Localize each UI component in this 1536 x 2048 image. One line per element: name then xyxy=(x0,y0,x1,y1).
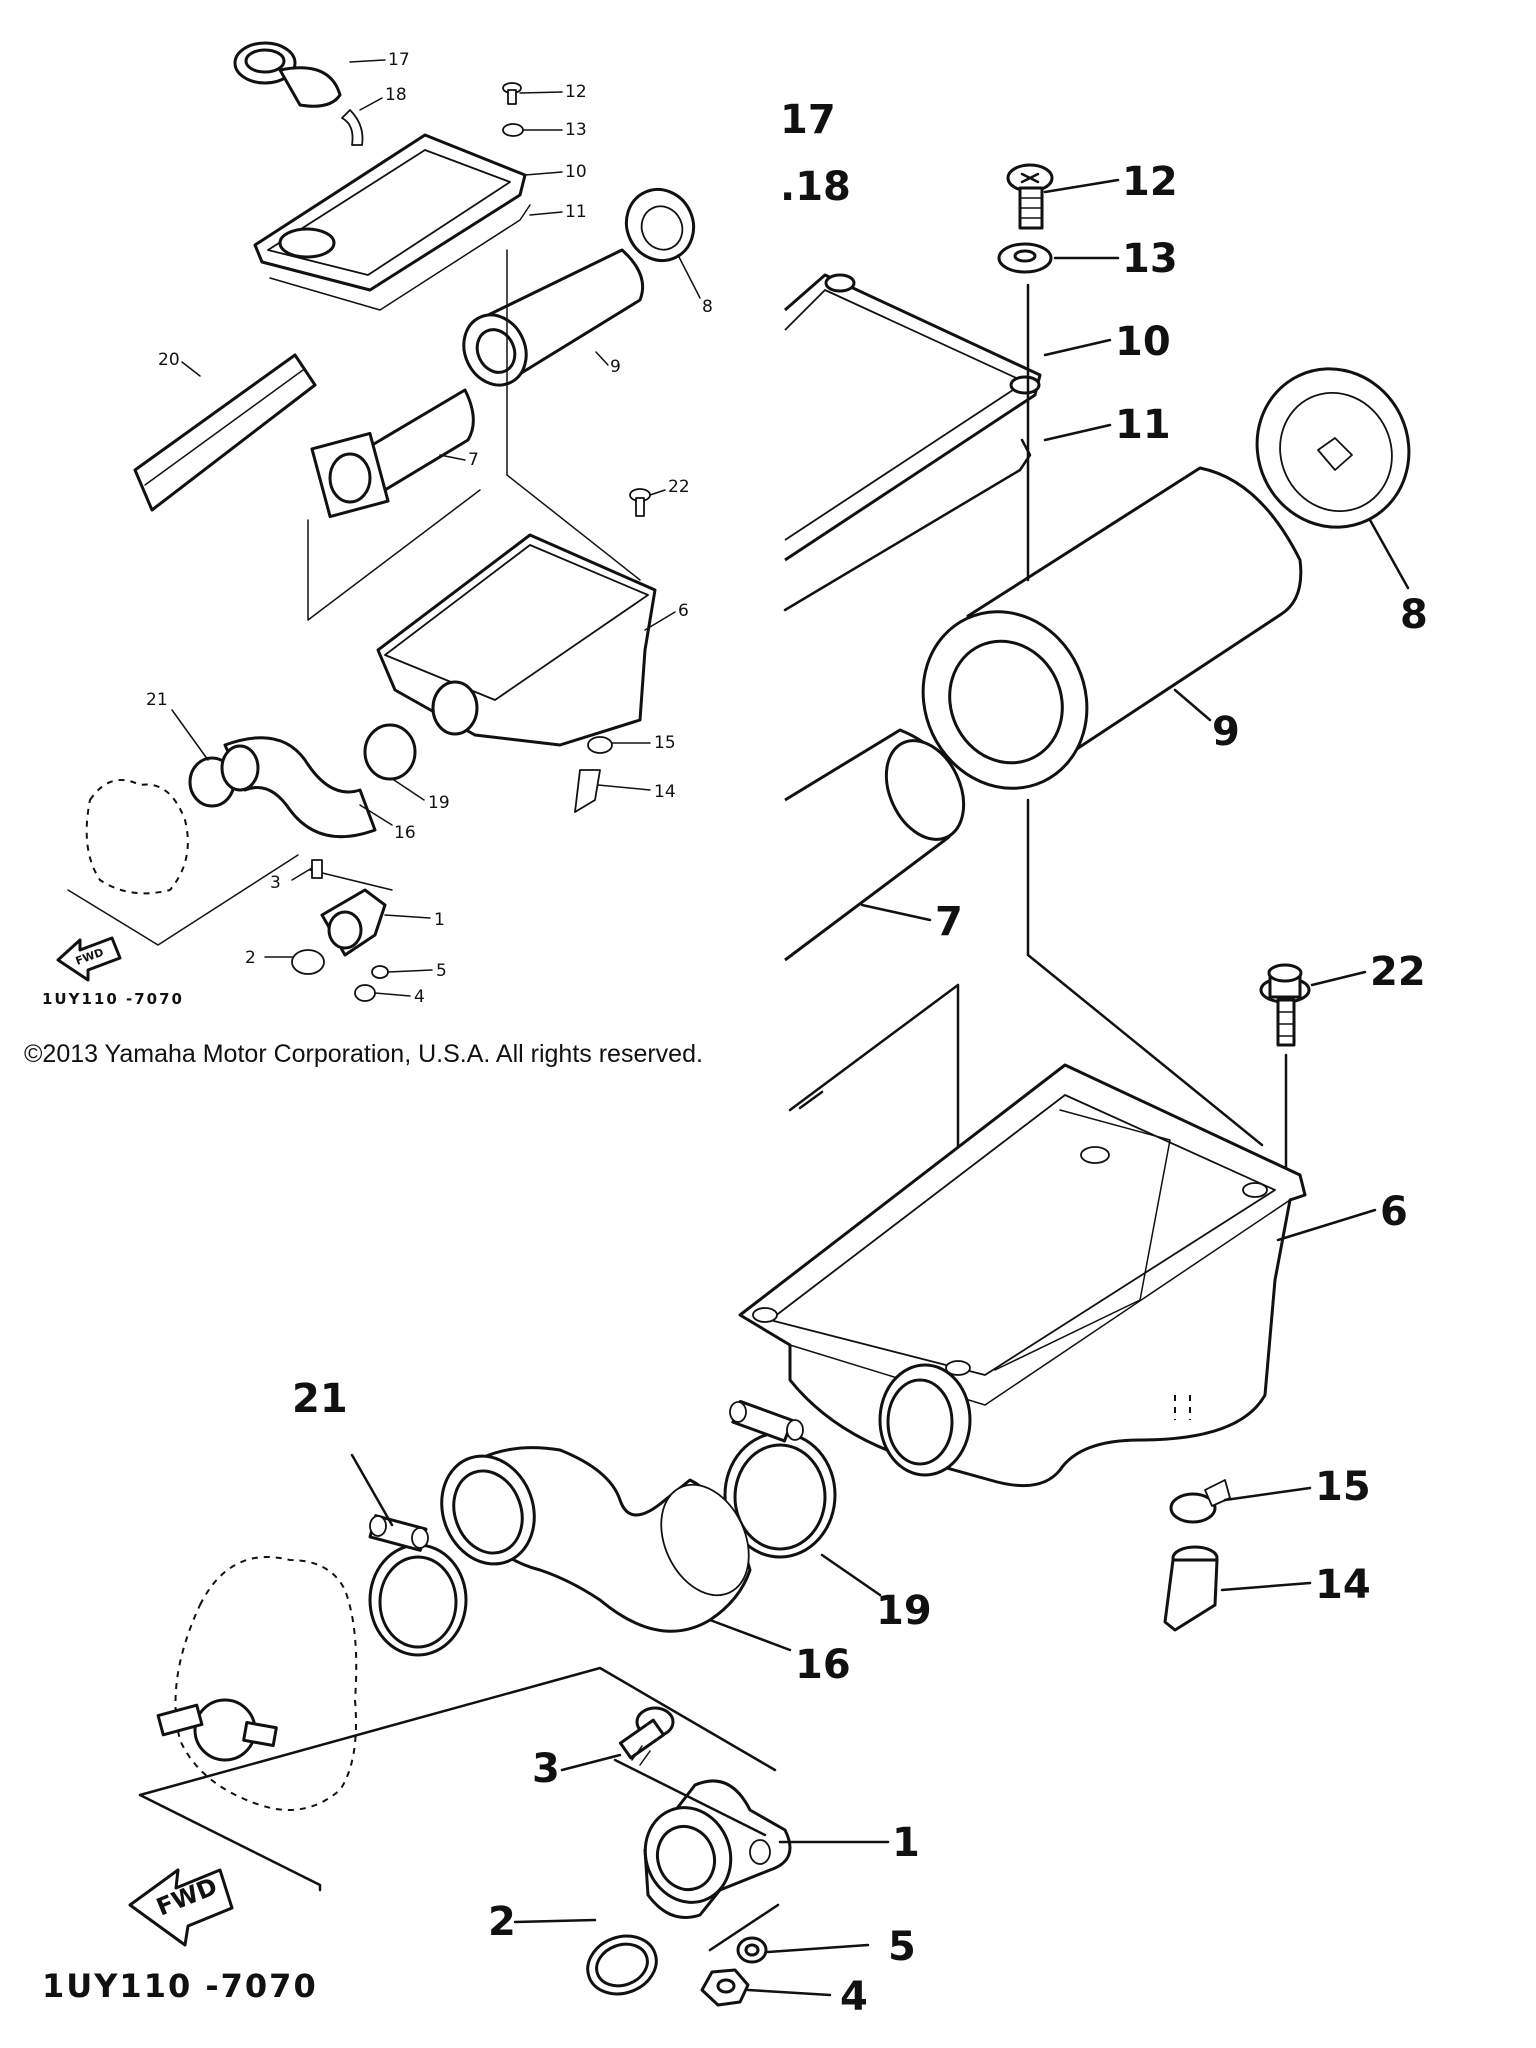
detail-label-8: 8 xyxy=(1400,592,1428,638)
overview-label-15: 15 xyxy=(654,733,676,753)
detail-part-4-nut xyxy=(700,1968,750,2007)
detail-label-13: 13 xyxy=(1122,236,1178,282)
detail-label-22: 22 xyxy=(1370,949,1426,995)
overview-part-12-bolt xyxy=(502,82,522,105)
detail-part-7-tube xyxy=(784,728,966,962)
copyright-notice: ©2013 Yamaha Motor Corporation, U.S.A. A… xyxy=(24,1040,703,1068)
overview-part-22-bolt xyxy=(629,488,651,517)
detail-label-19: 19 xyxy=(876,1588,932,1634)
overview-label-20: 20 xyxy=(158,350,180,370)
detail-part-3-screw xyxy=(618,1706,675,1766)
detail-label-17: 17 xyxy=(780,97,836,143)
detail-part-8-cap xyxy=(1255,367,1411,529)
overview-label-10: 10 xyxy=(565,162,587,182)
overview-label-21: 21 xyxy=(146,690,168,710)
detail-label-10: 10 xyxy=(1115,319,1171,365)
detail-label-6: 6 xyxy=(1380,1189,1408,1235)
overview-fwd-arrow-icon xyxy=(56,936,122,982)
detail-label-3: 3 xyxy=(532,1746,560,1792)
overview-label-1: 1 xyxy=(434,910,445,930)
overview-part-10-cover xyxy=(253,133,527,292)
overview-part-19-clamp xyxy=(363,723,417,781)
overview-part-1-joint xyxy=(320,888,387,957)
overview-part-11-gasket xyxy=(269,204,531,311)
overview-part-16-duct xyxy=(220,736,377,839)
detail-part-13-washer xyxy=(997,242,1053,274)
detail-label-7: 7 xyxy=(935,899,963,945)
overview-part-6-airbox xyxy=(376,533,657,747)
detail-part-10-cover xyxy=(784,273,1042,562)
overview-label-17: 17 xyxy=(388,50,410,70)
overview-label-7: 7 xyxy=(468,450,479,470)
detail-label-15: 15 xyxy=(1315,1464,1371,1510)
overview-part-17-cap xyxy=(233,41,342,108)
detail-part-19-clamp xyxy=(723,1399,837,1559)
detail-label-14: 14 xyxy=(1315,1562,1371,1608)
detail-part-15-clip xyxy=(1169,1479,1231,1524)
overview-label-4: 4 xyxy=(414,987,425,1007)
overview-label-9: 9 xyxy=(610,357,621,377)
detail-label-18: .18 xyxy=(780,164,851,210)
overview-diagram: 17 18 12 13 10 11 8 9 20 7 22 6 21 19 16… xyxy=(56,41,713,1007)
overview-label-16: 16 xyxy=(394,823,416,843)
detail-label-16: 16 xyxy=(795,1642,851,1688)
detail-label-4: 4 xyxy=(840,1974,868,2020)
detail-part-21-clamp xyxy=(368,1514,468,1657)
overview-label-8: 8 xyxy=(702,297,713,317)
overview-label-11: 11 xyxy=(565,202,587,222)
detail-part-14-plug xyxy=(1163,1545,1219,1632)
detail-label-2: 2 xyxy=(488,1899,516,1945)
detail-label-12: 12 xyxy=(1122,159,1178,205)
detail-part-9-filter xyxy=(921,466,1303,790)
overview-part-15-clip xyxy=(587,736,613,754)
overview-part-5-washer xyxy=(371,965,389,979)
overview-label-3: 3 xyxy=(270,873,281,893)
overview-part-8-cap xyxy=(624,188,696,262)
overview-part-3-screw xyxy=(311,859,323,879)
detail-label-5: 5 xyxy=(888,1924,916,1970)
overview-label-19: 19 xyxy=(428,793,450,813)
detail-fwd-arrow-icon xyxy=(128,1868,234,1947)
detail-part-22-bolt xyxy=(1259,963,1311,1047)
overview-part-20-panel xyxy=(133,353,317,512)
detail-label-21: 21 xyxy=(292,1376,348,1422)
overview-label-18: 18 xyxy=(385,85,407,105)
overview-part-13-washer xyxy=(502,123,524,137)
detail-part-5-washer xyxy=(736,1936,768,1964)
detail-part-1-joint xyxy=(643,1779,792,1919)
detail-diagram: 17 .18 12 13 10 11 8 9 7 22 6 15 14 21 1… xyxy=(128,97,1428,2020)
detail-engine-outline xyxy=(156,1556,358,1811)
overview-label-13: 13 xyxy=(565,120,587,140)
detail-part-6-airbox xyxy=(738,1063,1307,1488)
overview-label-5: 5 xyxy=(436,961,447,981)
overview-part-9-filter xyxy=(462,248,645,387)
detail-part-16-duct xyxy=(440,1446,752,1633)
overview-label-6: 6 xyxy=(678,601,689,621)
detail-part-12-bolt xyxy=(1006,163,1054,230)
overview-part-14-plug xyxy=(574,769,601,813)
detail-label-1: 1 xyxy=(892,1820,920,1866)
overview-part-7-tube xyxy=(310,388,475,519)
overview-part-4-nut xyxy=(354,984,376,1002)
overview-label-14: 14 xyxy=(654,782,676,802)
overview-part-2-oring xyxy=(291,949,325,975)
detail-diagram-code: 1UY110 -7070 xyxy=(42,1967,318,2005)
detail-label-9: 9 xyxy=(1212,709,1240,755)
overview-label-2: 2 xyxy=(245,948,256,968)
overview-label-22: 22 xyxy=(668,477,690,497)
detail-label-11: 11 xyxy=(1115,402,1171,448)
overview-diagram-code: 1UY110 -7070 xyxy=(42,990,184,1008)
overview-label-12: 12 xyxy=(565,82,587,102)
overview-part-18-hose xyxy=(341,109,364,146)
overview-engine-outline xyxy=(85,779,189,895)
detail-part-11-gasket xyxy=(783,438,1032,612)
